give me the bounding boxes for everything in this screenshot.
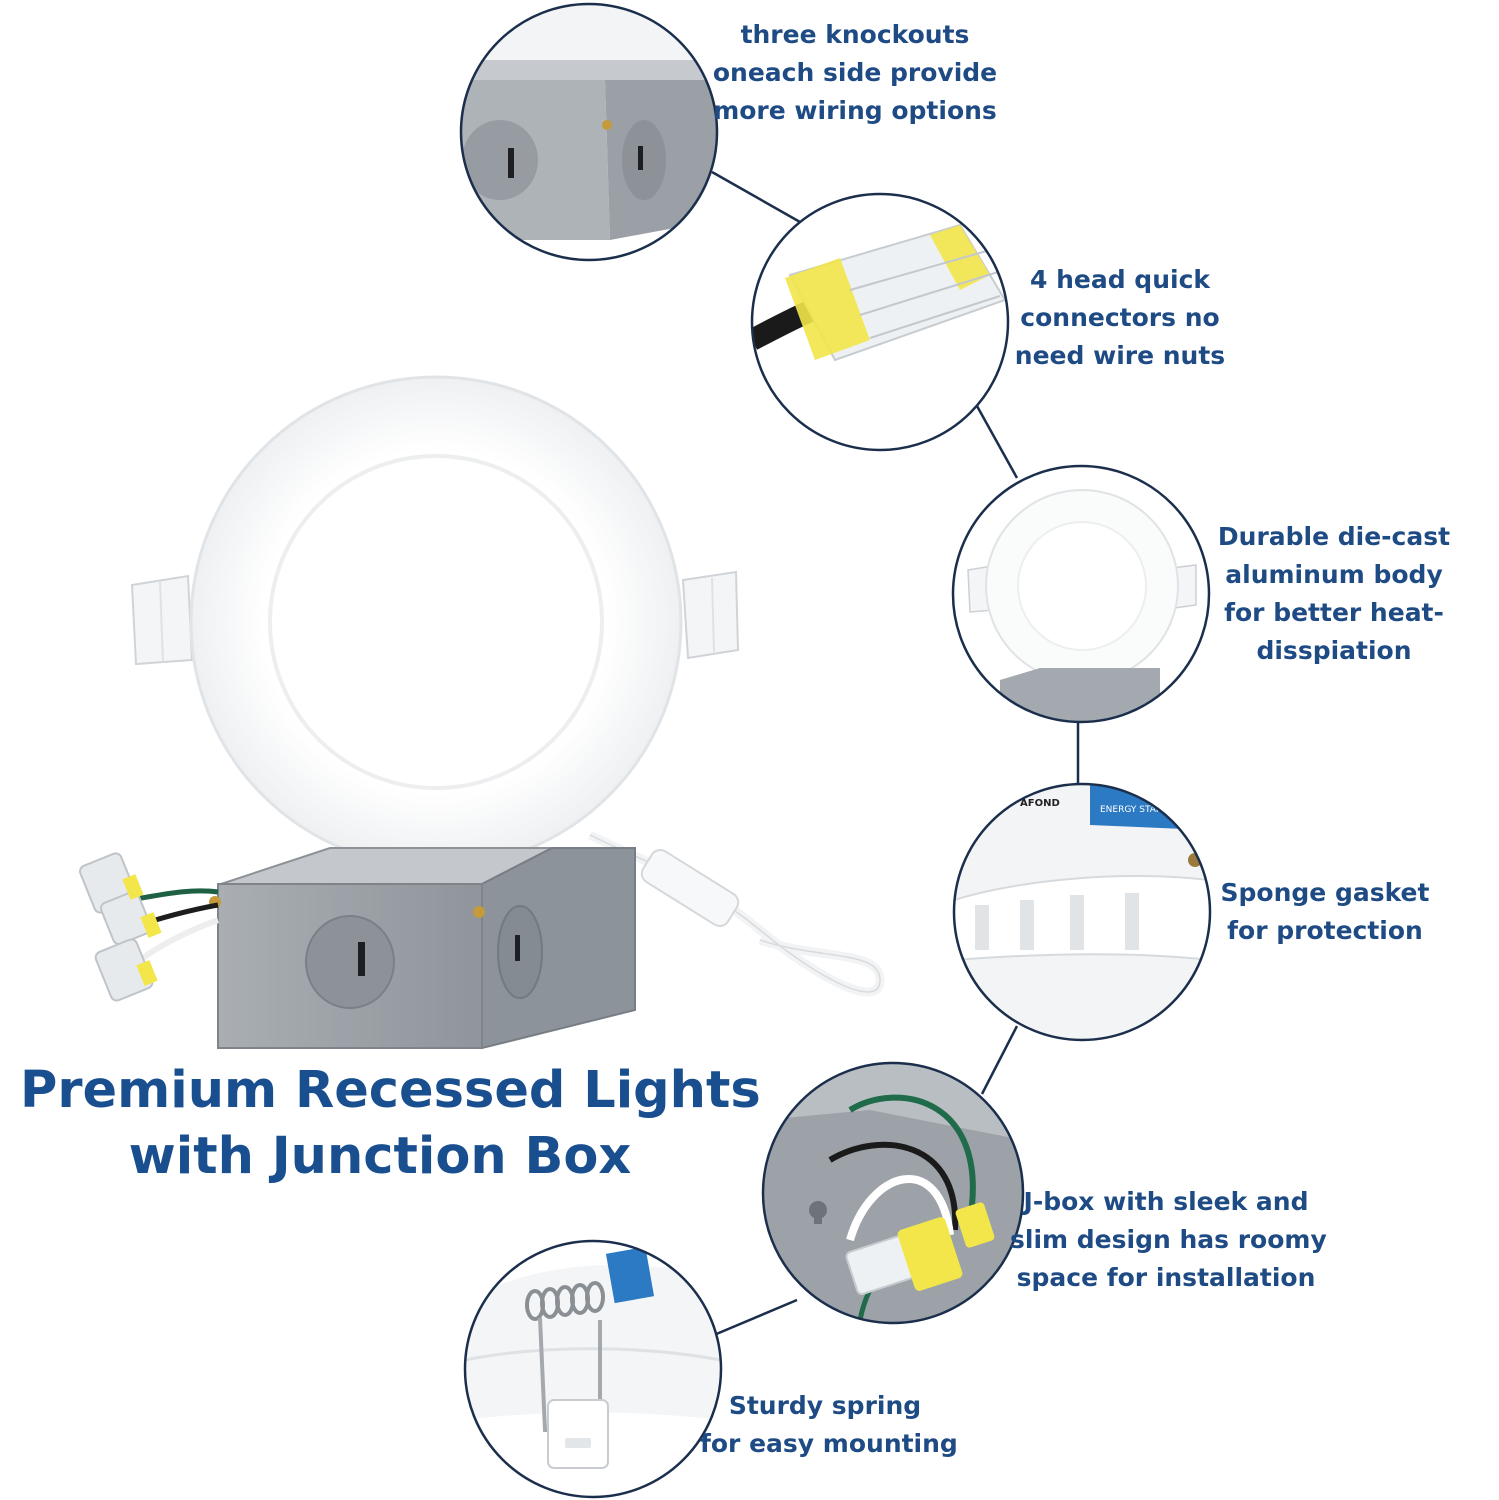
mounting-clip-left xyxy=(130,574,194,666)
power-cable xyxy=(587,830,885,997)
detail-body-image xyxy=(951,464,1211,724)
headline-line-2: with Junction Box xyxy=(128,1127,632,1186)
callout-line: for protection xyxy=(1227,916,1423,945)
callout-line: need wire nuts xyxy=(1014,341,1226,370)
headline-line-1: Premium Recessed Lights xyxy=(20,1061,761,1120)
callout-sponge-gasket: Sponge gasket for protection xyxy=(1215,874,1435,950)
callout-line: space for installation xyxy=(1016,1263,1316,1292)
callout-quick-connectors: 4 head quick connectors no need wire nut… xyxy=(990,261,1250,375)
brand-label: AFOND xyxy=(1020,798,1060,809)
callout-die-cast-body: Durable die-cast aluminum body for bette… xyxy=(1216,518,1452,670)
detail-connector-image xyxy=(750,192,1010,452)
callout-line: disspiation xyxy=(1256,636,1412,665)
junction-box xyxy=(209,847,636,1050)
energy-star-label: ENERGY STAR xyxy=(1100,805,1162,815)
callout-line: Sturdy spring xyxy=(728,1391,922,1420)
mounting-clip-right xyxy=(681,570,740,660)
callout-line: for easy mounting xyxy=(700,1429,958,1458)
callout-line: aluminum body xyxy=(1225,560,1443,589)
detail-jbox-image xyxy=(761,1061,1025,1325)
callout-line: slim design has roomy xyxy=(1010,1225,1327,1254)
callout-line: oneach side provide xyxy=(712,58,998,87)
main-product-image xyxy=(79,375,885,1050)
connector-lines xyxy=(711,170,1080,1337)
callout-line: more wiring options xyxy=(713,96,997,125)
callout-line: three knockouts xyxy=(740,20,970,49)
callout-line: Durable die-cast xyxy=(1217,522,1451,551)
callout-line: connectors no xyxy=(1020,303,1220,332)
callout-line: J-box with sleek and xyxy=(1023,1187,1309,1216)
detail-gasket-image: ENERGY STAR AFOND xyxy=(952,782,1212,1042)
light-trim-ring xyxy=(189,375,683,869)
callout-line: Sponge gasket xyxy=(1220,878,1430,907)
callout-line: 4 head quick xyxy=(1029,265,1211,294)
callout-knockouts: three knockouts oneach side provide more… xyxy=(700,16,1010,130)
headline: Premium Recessed Lights with Junction Bo… xyxy=(20,1058,761,1190)
detail-spring-image xyxy=(463,1239,723,1499)
wire-connectors xyxy=(79,852,220,1002)
callout-jbox-design: J-box with sleek and slim design has roo… xyxy=(1010,1183,1327,1297)
callout-spring: Sturdy spring for easy mounting xyxy=(700,1387,958,1463)
callout-line: for better heat- xyxy=(1224,598,1444,627)
